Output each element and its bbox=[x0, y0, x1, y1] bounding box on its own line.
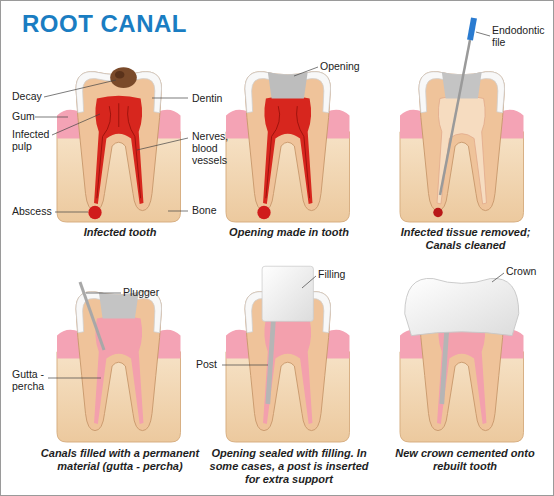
step-caption: Opening made in tooth bbox=[209, 226, 369, 239]
leader-line bbox=[152, 98, 188, 99]
file-handle bbox=[470, 18, 474, 40]
tooth-base bbox=[57, 292, 181, 442]
part-label: Filling bbox=[318, 268, 368, 280]
cleaned-canal bbox=[437, 96, 486, 204]
infected-pulp bbox=[94, 96, 143, 204]
part-label: Post bbox=[196, 358, 236, 370]
part-label: Gum bbox=[12, 110, 62, 122]
step-caption: Canals filled with a permanent material … bbox=[35, 447, 205, 473]
part-label: Crown bbox=[506, 265, 552, 277]
leader-line bbox=[35, 117, 68, 118]
step-caption: Opening sealed with filling. In some cas… bbox=[204, 447, 374, 487]
cleaned-tooth bbox=[400, 72, 524, 222]
part-label: Opening bbox=[320, 60, 380, 72]
abscess bbox=[88, 206, 101, 219]
opened-tooth bbox=[226, 72, 350, 222]
leader-line bbox=[86, 293, 121, 294]
infected-tooth bbox=[57, 67, 181, 222]
endodontic-file bbox=[440, 40, 470, 195]
tooth-opening bbox=[268, 72, 308, 99]
leader-line bbox=[44, 80, 116, 97]
gutta-percha-fill bbox=[94, 316, 143, 424]
tooth-base bbox=[400, 72, 524, 222]
leader-line bbox=[476, 32, 490, 36]
tooth-base bbox=[57, 72, 181, 222]
tooth-base bbox=[226, 72, 350, 222]
leader-line bbox=[492, 273, 504, 282]
crown-cap bbox=[405, 278, 519, 335]
part-label: Dentin bbox=[192, 92, 247, 104]
sealed-tooth bbox=[226, 266, 350, 442]
leader-lines bbox=[35, 32, 504, 378]
filled-tooth bbox=[57, 292, 181, 442]
part-label: Nerves, blood vessels bbox=[192, 130, 247, 166]
leader-line bbox=[302, 276, 316, 288]
part-label: Infected pulp bbox=[12, 128, 62, 152]
plugger bbox=[80, 282, 104, 350]
infected-pulp bbox=[263, 96, 312, 204]
leader-line bbox=[52, 114, 100, 135]
leader-line bbox=[48, 378, 101, 379]
part-label: Endodontic file bbox=[492, 24, 550, 48]
leader-line bbox=[55, 212, 88, 213]
nerve-lines bbox=[266, 106, 310, 198]
abscess bbox=[257, 206, 270, 219]
part-label: Bone bbox=[192, 204, 242, 216]
abscess bbox=[433, 208, 443, 218]
diagram-title: ROOT CANAL bbox=[22, 10, 187, 38]
step-caption: Infected tissue removed; Canals cleaned bbox=[383, 226, 548, 252]
nerve-lines bbox=[97, 103, 141, 198]
step-caption: New crown cemented onto rebuilt tooth bbox=[380, 447, 550, 473]
decay-spot bbox=[115, 71, 125, 79]
gutta-percha-fill bbox=[263, 316, 312, 424]
leader-line bbox=[168, 211, 188, 212]
part-label: Decay bbox=[12, 90, 62, 102]
part-label: Abscess bbox=[12, 205, 62, 217]
decay-spot bbox=[110, 67, 137, 88]
part-label: Plugger bbox=[123, 286, 183, 298]
leader-line bbox=[294, 67, 318, 76]
leader-line bbox=[137, 138, 188, 150]
crowned-tooth bbox=[400, 278, 524, 442]
filling-block bbox=[262, 266, 313, 321]
leader-line bbox=[222, 365, 268, 366]
part-label: Gutta - percha bbox=[12, 368, 57, 392]
post bbox=[268, 319, 274, 405]
step-caption: Infected tooth bbox=[40, 226, 200, 239]
